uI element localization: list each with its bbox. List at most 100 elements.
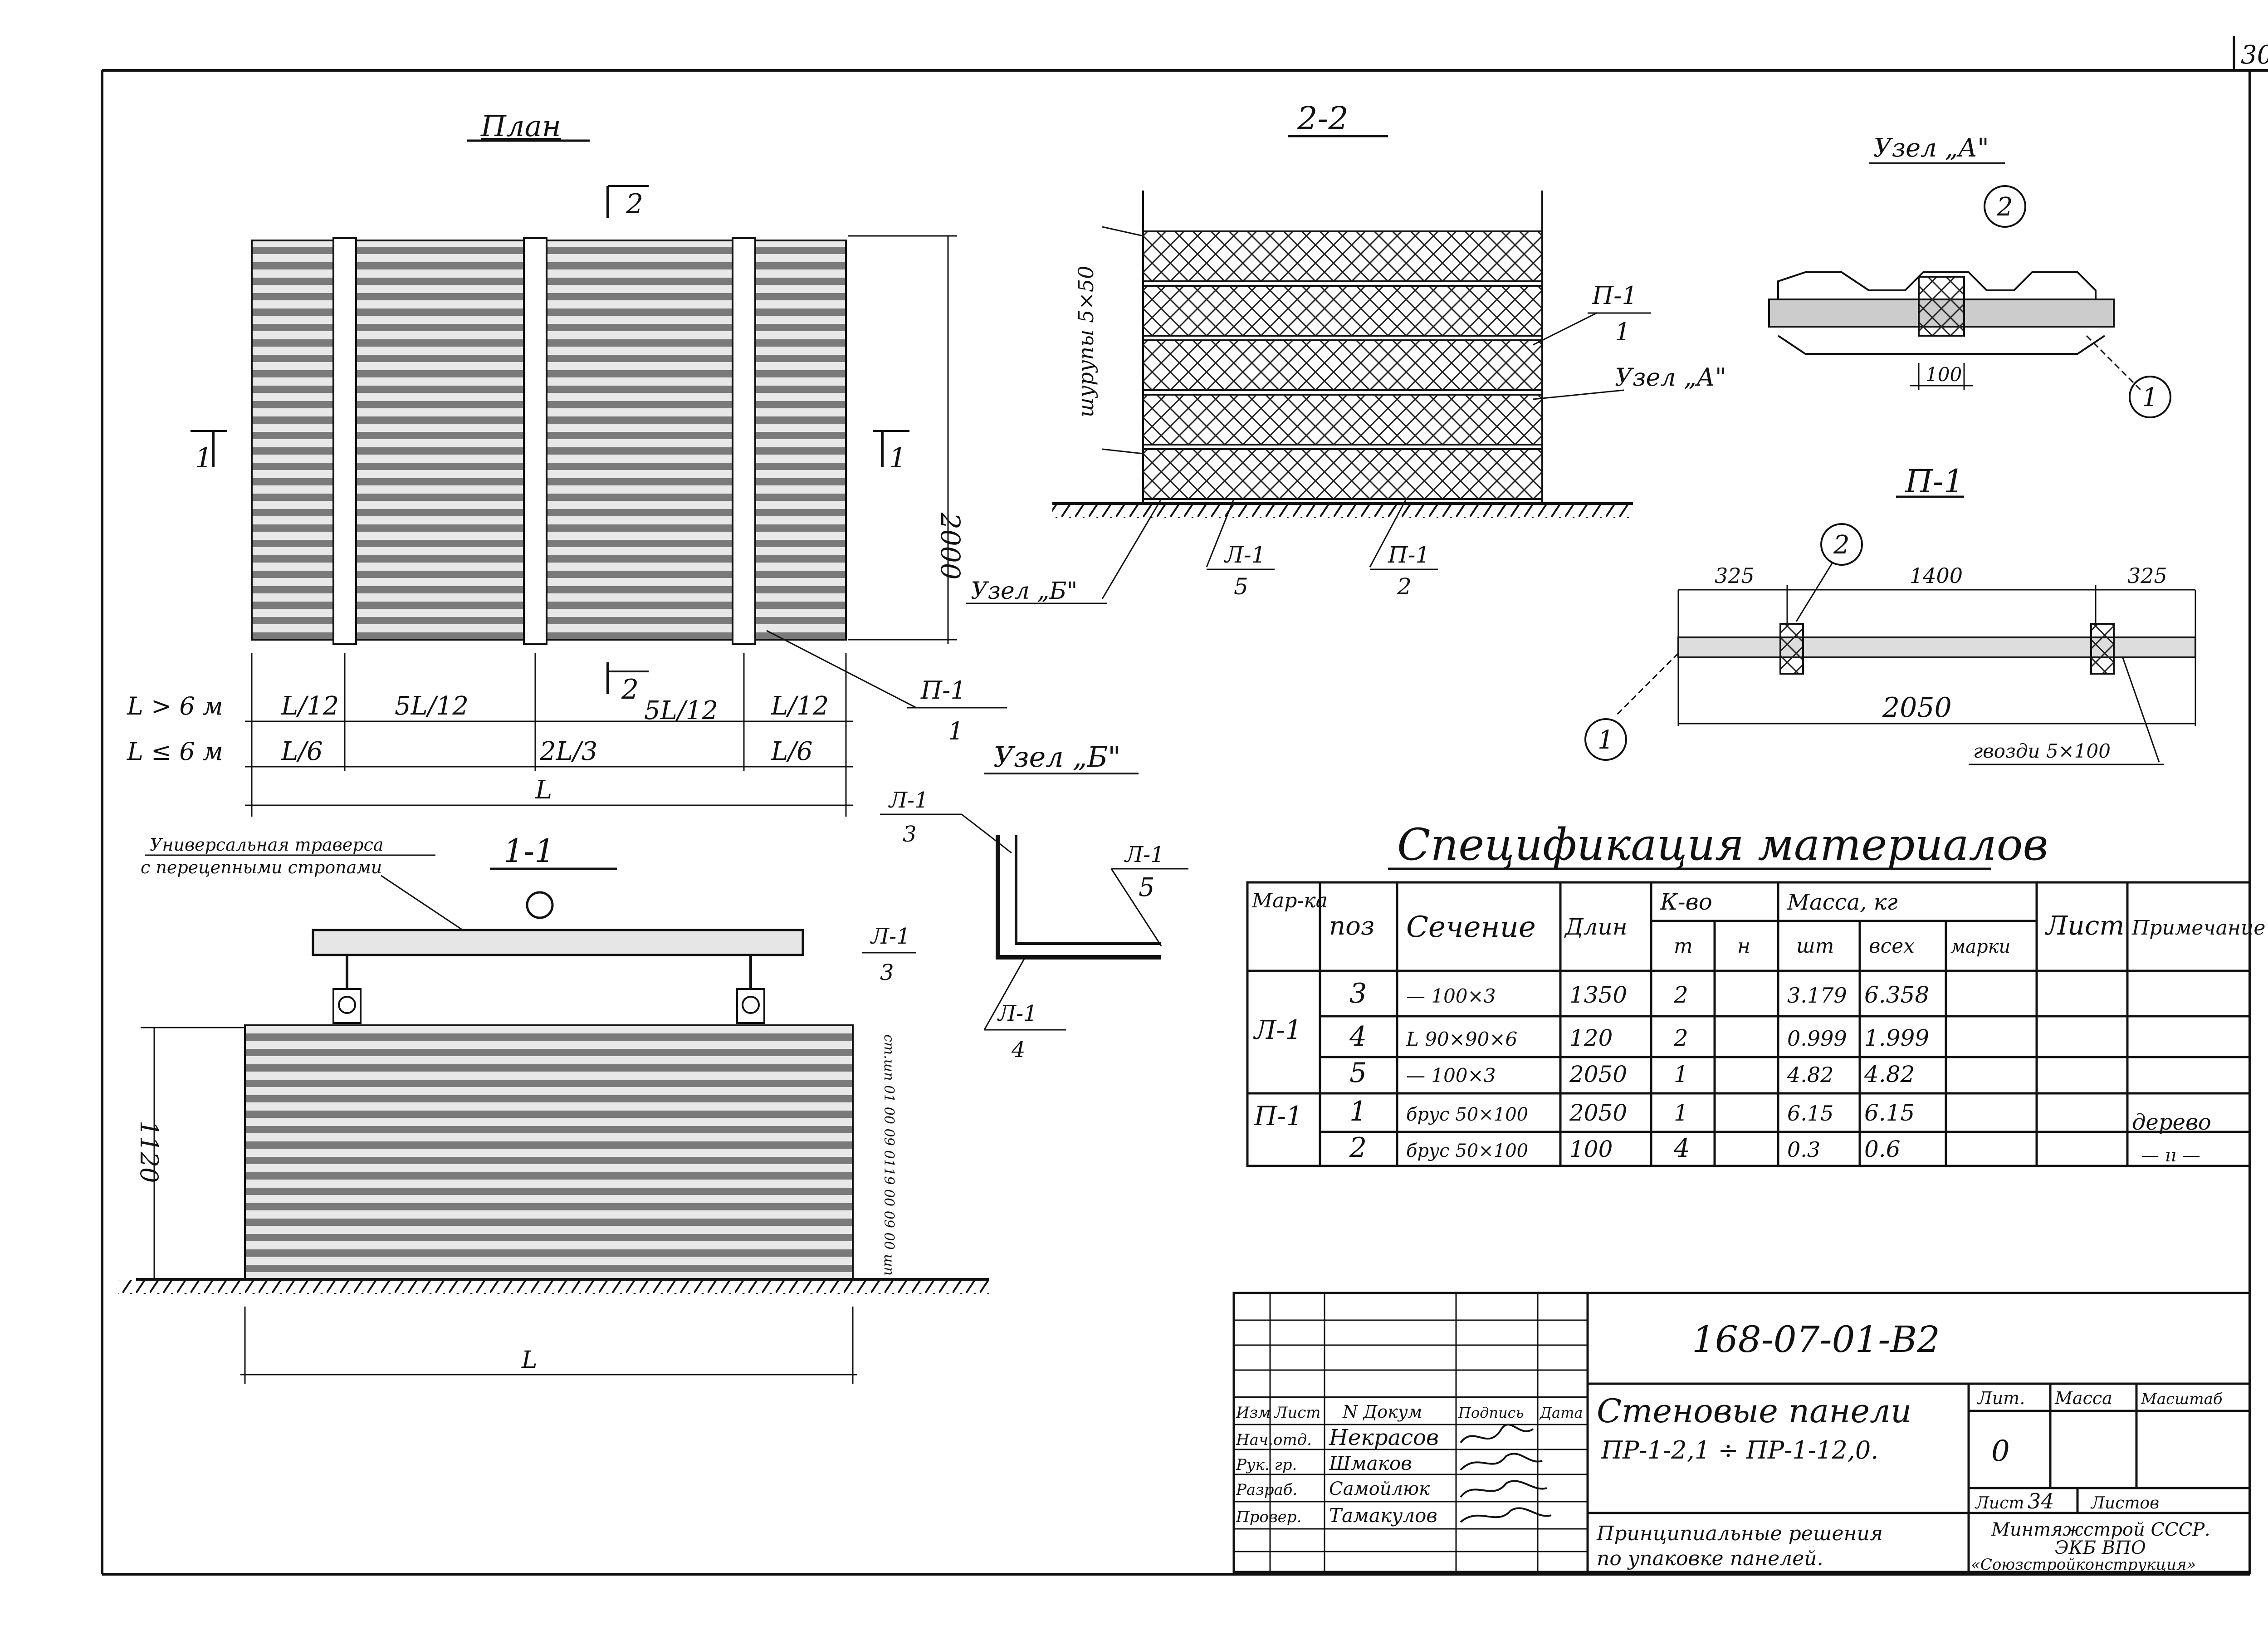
spec-r0-t: 2 <box>1673 982 1688 1008</box>
spec-r0-length: 1350 <box>1569 982 1627 1008</box>
section22-p1b-top: П-1 <box>1388 542 1430 568</box>
spec-r3-note: дерево <box>2132 1110 2211 1135</box>
dim-row1-seg2: 5L/12 <box>395 691 469 721</box>
p1-dim-mid: 1400 <box>1910 563 1963 588</box>
dim-row1-seg1: L/12 <box>281 691 339 721</box>
node-b-l14-bottom: 4 <box>1011 1037 1026 1062</box>
panel-stack <box>244 1024 854 1280</box>
plan-section1-mark-right: 1 <box>889 442 906 474</box>
spec-r1-pos: 4 <box>1349 1021 1367 1053</box>
node-a-mark2: 2 <box>1996 192 2013 222</box>
node-a-mark1: 1 <box>2142 383 2158 412</box>
tb-name-3: Самойлюк <box>1329 1479 1430 1499</box>
node-b-l15-bottom: 5 <box>1139 873 1155 902</box>
section22-title: 2-2 <box>1297 100 1349 137</box>
spec-h-mass: Масса, кг <box>1787 890 1898 915</box>
node-a-dim: 100 <box>1926 363 1962 386</box>
spec-h-note: Примечание <box>2131 916 2265 940</box>
section22-l1-bottom: 5 <box>1234 573 1248 600</box>
tb-col-date: Дата <box>1539 1404 1583 1421</box>
section11-height-dim: 1120 <box>135 1121 163 1183</box>
screw-label: шурупы 5×50 <box>1074 266 1098 417</box>
tb-col-izm: Изм <box>1236 1404 1271 1422</box>
section11-l13-top: Л-1 <box>870 924 910 949</box>
tb-sheet-label: Лист <box>1975 1494 2024 1513</box>
tb-org-2: ЭКБ ВПО <box>2055 1537 2146 1558</box>
p1-title: П-1 <box>1904 463 1964 500</box>
spec-r3-t: 1 <box>1674 1100 1688 1126</box>
node-b-l14-top: Л-1 <box>997 1001 1037 1026</box>
plan-section1-mark-left: 1 <box>195 442 212 474</box>
plan-view: План 2 2 1 1 2000 П-1 1 <box>127 110 1007 817</box>
spec-r2-pc: 4.82 <box>1787 1062 1833 1087</box>
dim-row2-seg1: L/6 <box>281 737 323 766</box>
plan-leader-top: П-1 <box>920 676 966 705</box>
title-block: 168-07-01-В2 Стеновые панели ПР-1-2,1 ÷ … <box>1232 1292 2251 1574</box>
spec-title: Спецификация материалов <box>1397 819 2048 870</box>
plan-batten-3 <box>732 237 756 645</box>
section22-node-b: Узел „Б" <box>971 578 1077 605</box>
spec-r2-section: — 100×3 <box>1406 1064 1496 1087</box>
node-a-title: Узел „А" <box>1873 133 1989 163</box>
spec-r4-pc: 0.3 <box>1787 1137 1820 1162</box>
spec-r2-pos: 5 <box>1349 1057 1367 1089</box>
spec-r0-pos: 3 <box>1349 978 1367 1009</box>
spec-r1-length: 120 <box>1569 1025 1613 1051</box>
signature-2 <box>1460 1453 1543 1471</box>
spreader-beam <box>312 929 804 956</box>
p1-nails: гвозди 5×100 <box>1973 740 2111 762</box>
specification-table: Спецификация материалов Мар-ка поз С <box>1246 819 2265 1167</box>
spec-r4-t: 4 <box>1673 1134 1690 1163</box>
spec-h-section: Сечение <box>1406 911 1536 944</box>
p1-dim-right: 325 <box>2127 563 2167 588</box>
tb-lit-value: 0 <box>1991 1434 2010 1468</box>
tb-mass-label: Масса <box>2054 1388 2112 1408</box>
plan-batten-1 <box>332 237 357 645</box>
tb-role-1: Нач.отд. <box>1236 1431 1312 1449</box>
tb-col-list: Лист <box>1274 1404 1321 1422</box>
spec-r0-all: 6.358 <box>1864 982 1929 1008</box>
tb-sheets-label: Листов <box>2090 1494 2159 1513</box>
plan-section2-mark-top: 2 <box>626 188 643 220</box>
tb-col-sign: Подпись <box>1458 1404 1524 1421</box>
signature-3 <box>1460 1480 1547 1498</box>
section11-title: 1-1 <box>503 832 555 870</box>
spec-r1-pc: 0.999 <box>1787 1026 1847 1051</box>
dim-row1-seg3: 5L/12 <box>644 696 718 725</box>
section11-side-text: ст.шп 01 00 09 0119 00 09 00 шп <box>881 1034 897 1276</box>
dim-row2-seg3: L/6 <box>771 737 813 766</box>
node-b-title: Узел „Б" <box>993 740 1121 774</box>
node-b-l13-bottom: 3 <box>903 822 917 847</box>
section-1-1: 1-1 Универсальная траверса с перецепными… <box>118 832 989 1384</box>
spec-r3-length: 2050 <box>1569 1100 1627 1126</box>
section22-p1-top: П-1 <box>1592 281 1637 310</box>
dim-row2-label: L ≤ 6 м <box>127 737 223 766</box>
spec-h-count: К-во <box>1660 889 1712 915</box>
tb-role-4: Провер. <box>1236 1508 1301 1526</box>
drawing-code: 168-07-01-В2 <box>1692 1318 1940 1361</box>
spec-r3-all: 6.15 <box>1864 1100 1915 1126</box>
p1-mark2: 2 <box>1833 530 1850 560</box>
section11-note-2: с перецепными стропами <box>141 857 382 877</box>
signature-4 <box>1460 1507 1552 1523</box>
section22-node-a: Узел „А" <box>1615 363 1726 392</box>
spec-r0-section: — 100×3 <box>1406 985 1496 1007</box>
drawing-subtitle-2: по упаковке панелей. <box>1597 1547 1823 1570</box>
spec-h-length: Длин <box>1564 914 1628 940</box>
node-b-l13-top: Л-1 <box>888 788 929 813</box>
signature-1 <box>1460 1424 1534 1444</box>
spec-h-mark: Мар-ка <box>1251 889 1328 912</box>
section22-p1b-bottom: 2 <box>1397 573 1412 600</box>
section22-layers <box>1142 230 1543 500</box>
spec-r2-length: 2050 <box>1569 1061 1627 1087</box>
tb-org-3: «Союзстройконструкция» <box>1971 1556 2196 1574</box>
spec-r4-all: 0.6 <box>1864 1136 1901 1162</box>
plan-batten-2 <box>523 237 547 645</box>
tb-col-ndoc: N Докум <box>1342 1402 1422 1422</box>
section22-l1-top: Л-1 <box>1223 542 1266 568</box>
spec-h-count-t: т <box>1674 935 1693 958</box>
section11-length-dim: L <box>521 1346 538 1374</box>
spec-r2-all: 4.82 <box>1864 1061 1915 1087</box>
drawing-subtitle-1: Принципиальные решения <box>1596 1522 1883 1545</box>
